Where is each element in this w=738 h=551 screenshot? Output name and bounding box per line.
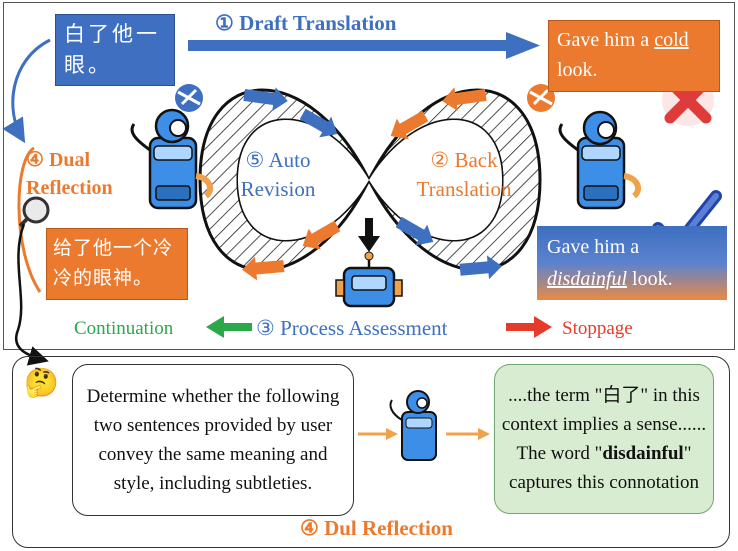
disdain-text-2: look. <box>632 268 673 290</box>
down-arrow <box>358 218 380 252</box>
translate-icon-left <box>175 84 203 112</box>
stoppage-arrow <box>506 316 552 338</box>
assessor-robot-icon <box>335 251 403 308</box>
infinity-loop <box>198 88 542 272</box>
prompt-text: Determine whether the following two sent… <box>86 386 340 494</box>
loop-arrow-blue-3 <box>395 216 434 246</box>
response-bold: disdainful <box>602 443 684 464</box>
disdain-translation-box: Gave him a disdainful look. <box>537 226 727 300</box>
bottom-panel <box>12 356 730 548</box>
draft-translation-label: ① Draft Translation <box>215 11 397 35</box>
dual-reflection-label: ④ Dual Reflection <box>26 146 113 202</box>
auto-revision-word2: Revision <box>240 177 316 201</box>
left-curve-arrow <box>2 38 51 144</box>
response-box: ....the term "白了" in this context implie… <box>494 364 714 514</box>
response-text: ....the term "白了" in this context implie… <box>501 385 707 493</box>
prompt-box: Determine whether the following two sent… <box>72 364 354 516</box>
top-panel <box>3 2 735 350</box>
robot-left-icon <box>130 108 214 210</box>
cold-translation-box: Gave him a cold look. <box>548 20 720 92</box>
loop-arrows <box>242 87 502 281</box>
dual-reflection-word2: Reflection <box>26 177 113 199</box>
auto-revision-word1: Auto <box>268 148 311 172</box>
cold-text-2: look. <box>557 59 598 81</box>
disdain-word: disdainful <box>547 268 628 290</box>
robot-right-icon <box>558 110 642 210</box>
process-assessment-label: ③ Process Assessment <box>256 316 448 340</box>
bottom-robot-icon <box>389 390 437 461</box>
draft-arrow <box>188 32 540 59</box>
continuation-label: Continuation <box>74 318 174 339</box>
dual-reflection-num: ④ <box>26 149 44 171</box>
cold-word: cold <box>654 29 689 51</box>
loop-arrow-orange-2 <box>390 110 429 140</box>
loop-arrow-orange-1 <box>442 87 487 111</box>
loop-arrow-blue-4 <box>459 255 502 280</box>
loop-arrow-blue-1 <box>243 87 288 111</box>
loop-arrow-orange-3 <box>302 220 341 250</box>
back-translation-word1: Back <box>454 148 498 172</box>
loop-arrow-orange-4 <box>242 256 285 281</box>
back-translation-label: ② Back Translation <box>398 146 530 204</box>
left-orange-brace <box>17 146 42 293</box>
disdain-text-1: Gave him a <box>547 236 640 258</box>
back-translation-num: ② <box>430 148 450 172</box>
thinking-emoji: 🤔 <box>24 366 59 399</box>
bottom-arrow-out <box>446 428 490 440</box>
response-part-1: ....the term "白了" in this context implie… <box>501 385 707 464</box>
bottom-arrow-in <box>358 428 398 440</box>
dul-reflection-footer: ④ Dul Reflection <box>300 516 453 540</box>
back-translation-sentence: 给了他一个冷冷的眼神。 <box>53 237 174 289</box>
source-sentence-box: 白了他一眼。 <box>55 14 175 86</box>
cold-text-1: Gave him a <box>557 29 650 51</box>
dual-reflection-word1: Dual <box>48 149 91 171</box>
auto-revision-label: ⑤ Auto Revision <box>230 146 326 204</box>
connector-line <box>15 223 49 366</box>
auto-revision-num: ⑤ <box>245 148 265 172</box>
back-translation-box: 给了他一个冷冷的眼神。 <box>46 228 188 300</box>
source-sentence: 白了他一眼。 <box>64 22 160 77</box>
stoppage-label: Stoppage <box>562 318 633 339</box>
back-translation-word2: Translation <box>416 177 512 201</box>
magnifier-icon <box>18 196 50 228</box>
continuation-arrow <box>206 316 252 338</box>
loop-arrow-blue-2 <box>299 108 338 138</box>
response-part-2: captures this connotation <box>509 472 699 493</box>
